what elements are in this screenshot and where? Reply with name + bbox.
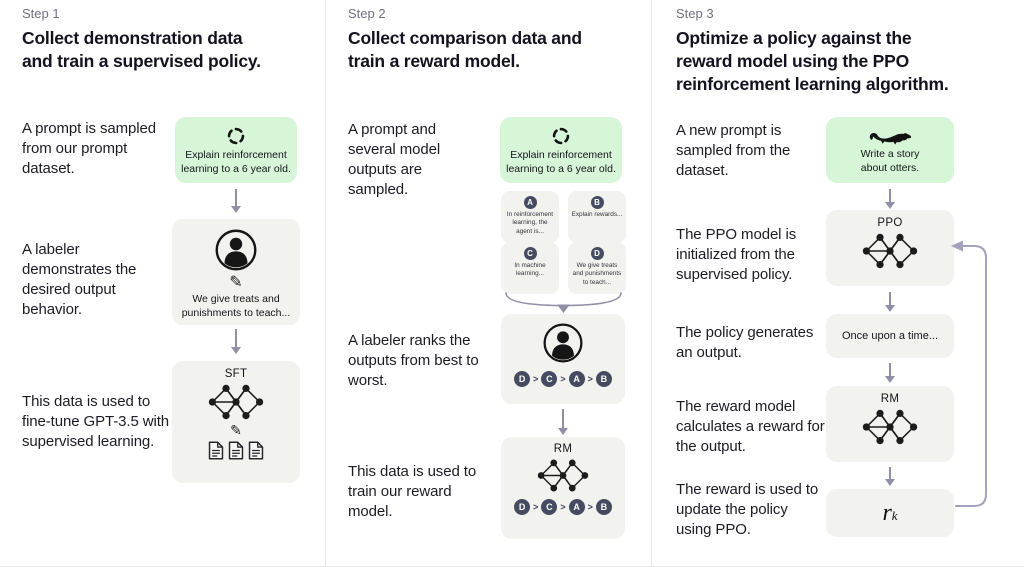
labeler-box-step2: D > C > A > B — [501, 314, 625, 404]
step1-caption-finetune: This data is used to fine-tune GPT-3.5 w… — [22, 393, 170, 451]
step3-caption-prompt: A new prompt is sampled from the dataset… — [676, 122, 791, 180]
ppo-label: PPO — [877, 217, 903, 229]
greater-than-icon: > — [533, 502, 539, 512]
rank-badge: A — [568, 499, 585, 515]
rm-label: RM — [553, 443, 573, 455]
rank-badge: D — [514, 499, 531, 515]
model-output-d: D We give treats and punishments to teac… — [568, 242, 626, 294]
greater-than-icon: > — [587, 374, 593, 384]
step1-caption-prompt: A prompt is sampled from our prompt data… — [22, 120, 156, 178]
labeler-box-step1: ✎ We give treats and punishments to teac… — [172, 219, 300, 325]
prompt-text-step1: Explain reinforcement learning to a 6 ye… — [181, 149, 291, 175]
feedback-loop-arrow — [951, 240, 987, 507]
step3-caption-reward: The reward model calculates a reward for… — [676, 398, 825, 456]
arrow-down-icon — [230, 329, 241, 354]
greater-than-icon: > — [533, 374, 539, 384]
reward-symbol-k: k — [891, 507, 898, 523]
rank-badge: D — [514, 371, 531, 387]
prompt-text-step3: Write a story about otters. — [860, 148, 920, 174]
sft-label: SFT — [224, 368, 248, 380]
output-text: Explain rewards... — [571, 211, 623, 218]
dashed-cycle-icon — [551, 126, 571, 146]
arrow-down-icon — [884, 292, 895, 312]
ppo-model-box: PPO — [826, 210, 954, 286]
step3-caption-update: The reward is used to update the policy … — [676, 481, 819, 539]
step1-label: Step 1 — [22, 6, 60, 21]
neural-network-icon — [536, 457, 590, 494]
output-letter-badge: B — [590, 196, 604, 209]
step3-caption-init: The PPO model is initialized from the su… — [676, 226, 797, 284]
neural-network-icon — [861, 231, 919, 271]
reward-value-box: r k — [826, 489, 954, 537]
rank-badge: C — [541, 499, 558, 515]
pencil-icon: ✎ — [230, 423, 242, 439]
neural-network-icon — [207, 382, 265, 422]
prompt-box-step1: Explain reinforcement learning to a 6 ye… — [175, 117, 297, 183]
rm-model-box-step2: RM D > C > A > B — [501, 437, 625, 539]
step1-caption-labeler: A labeler demonstrates the desired outpu… — [22, 241, 137, 319]
model-output-b: B Explain rewards... — [568, 191, 626, 243]
reward-symbol: r k — [882, 500, 897, 527]
policy-output-text: Once upon a time... — [842, 329, 938, 342]
arrow-down-icon — [230, 189, 241, 213]
step2-caption-train: This data is used to train our reward mo… — [348, 463, 477, 521]
rank-badge: B — [595, 499, 612, 515]
output-text: In reinforcement learning, the agent is.… — [506, 211, 554, 235]
reward-symbol-r: r — [882, 499, 892, 526]
greater-than-icon: > — [560, 374, 566, 384]
step2-caption-prompt: A prompt and several model outputs are s… — [348, 121, 441, 199]
prompt-text-step2: Explain reinforcement learning to a 6 ye… — [506, 149, 616, 175]
model-output-a: A In reinforcement learning, the agent i… — [501, 191, 559, 243]
step2-label: Step 2 — [348, 6, 386, 21]
labeler-demo-text: We give treats and punishments to teach.… — [181, 293, 291, 319]
step2-heading-line2: train a reward model. — [348, 50, 520, 71]
step1-heading: Collect demonstration data and train a s… — [22, 27, 282, 73]
step3-heading-line3: reinforcement learning algorithm. — [676, 73, 949, 94]
step1-heading-line1: Collect demonstration data — [22, 28, 243, 48]
step1-heading-line2: and train a supervised policy. — [22, 50, 261, 71]
brace-merge-arrow — [505, 292, 622, 313]
greater-than-icon: > — [587, 502, 593, 512]
dashed-cycle-icon — [226, 126, 246, 146]
step3-heading-line1: Optimize a policy against the — [676, 28, 912, 48]
output-letter-badge: A — [523, 196, 537, 209]
step3-label: Step 3 — [676, 6, 714, 21]
sft-model-box: SFT ✎ — [172, 361, 300, 483]
model-output-c: C In machine learning... — [501, 242, 559, 294]
step2-heading-line1: Collect comparison data and — [348, 28, 582, 48]
otter-icon — [868, 128, 912, 147]
pencil-icon: ✎ — [229, 272, 243, 291]
rm-label: RM — [880, 393, 900, 405]
step2-caption-ranks: A labeler ranks the outputs from best to… — [348, 332, 479, 390]
output-letter-badge: C — [523, 247, 537, 260]
step3-heading: Optimize a policy against the reward mod… — [676, 27, 986, 95]
neural-network-icon — [861, 407, 919, 447]
arrow-down-icon — [884, 467, 895, 486]
rank-badge: A — [568, 371, 585, 387]
column-divider-1 — [325, 0, 326, 567]
arrow-down-icon — [557, 409, 568, 435]
person-icon — [214, 228, 258, 272]
arrow-down-icon — [884, 189, 895, 209]
output-text: We give treats and punishments to teach.… — [572, 262, 622, 286]
step3-caption-output: The policy generates an output. — [676, 324, 814, 362]
column-divider-2 — [651, 0, 652, 567]
step2-heading: Collect comparison data and train a rewa… — [348, 27, 618, 73]
policy-output-box: Once upon a time... — [826, 314, 954, 358]
rm-model-box-step3: RM — [826, 386, 954, 462]
greater-than-icon: > — [560, 502, 566, 512]
prompt-box-step3: Write a story about otters. — [826, 117, 954, 183]
step3-heading-line2: reward model using the PPO — [676, 50, 910, 71]
rank-badge: B — [595, 371, 612, 387]
output-text: In machine learning... — [514, 262, 546, 278]
output-letter-badge: D — [590, 247, 604, 260]
person-icon — [542, 322, 584, 364]
rank-badge: C — [541, 371, 558, 387]
arrow-down-icon — [884, 363, 895, 383]
ranking-row: D > C > A > B — [514, 499, 612, 515]
prompt-box-step2: Explain reinforcement learning to a 6 ye… — [500, 117, 622, 183]
ranking-row: D > C > A > B — [514, 371, 612, 387]
documents-icon — [208, 441, 264, 460]
